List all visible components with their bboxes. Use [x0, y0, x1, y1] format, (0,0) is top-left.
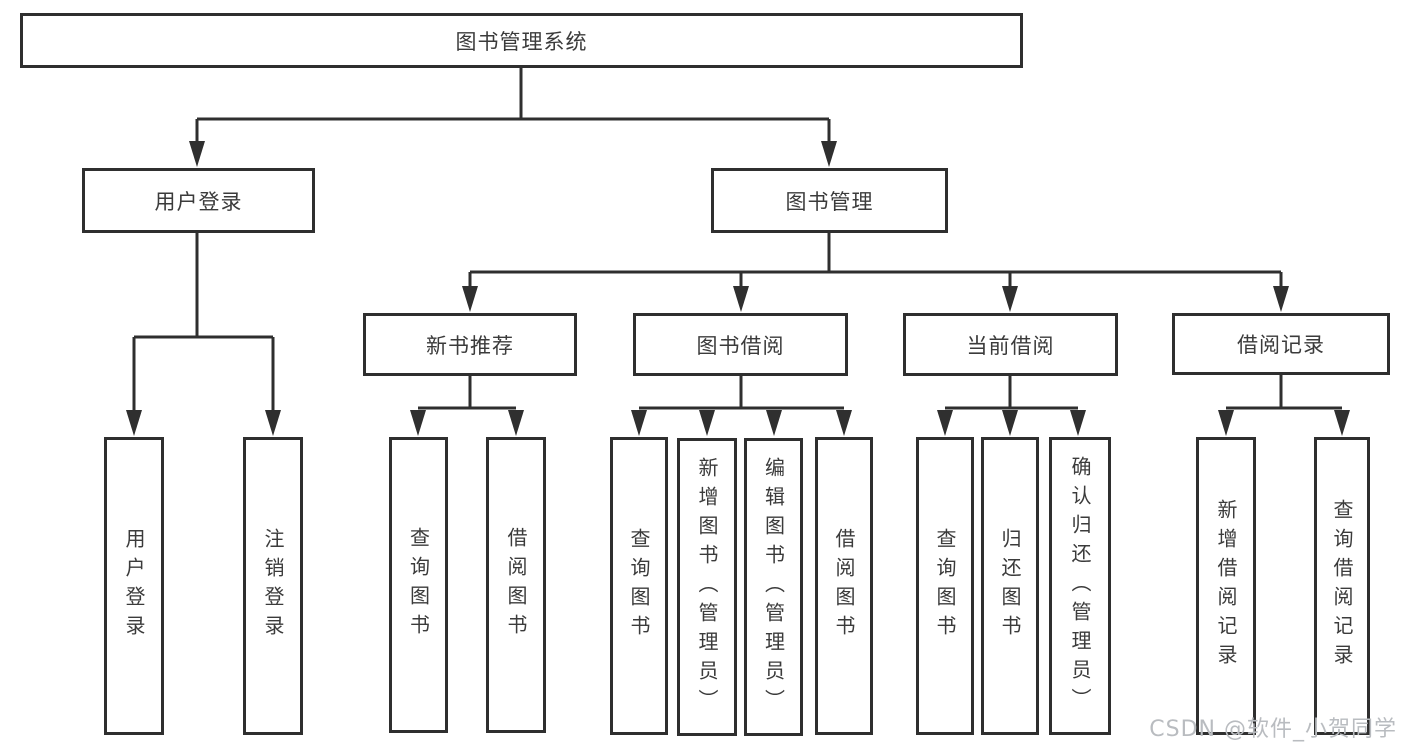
leaf-bb-add-books-admin: 新增图书（管理员） — [677, 438, 737, 736]
node-user-login: 用户登录 — [82, 168, 315, 233]
leaf-nb-query-books: 查询图书 — [389, 437, 448, 733]
node-new-book-recommend: 新书推荐 — [363, 313, 577, 376]
leaf-br-query-record: 查询借阅记录 — [1314, 437, 1370, 735]
arrowheads — [126, 141, 1350, 436]
watermark: CSDN @软件_小贺同学 — [1149, 717, 1397, 742]
node-root: 图书管理系统 — [20, 13, 1023, 68]
leaf-cb-confirm-return-admin: 确认归还（管理员） — [1049, 437, 1111, 735]
leaf-cb-query-books: 查询图书 — [916, 437, 974, 735]
leaf-bb-borrow-books: 借阅图书 — [815, 437, 873, 735]
node-borrow-records: 借阅记录 — [1172, 313, 1390, 375]
node-book-management: 图书管理 — [711, 168, 948, 233]
leaf-logout: 注销登录 — [243, 437, 303, 735]
leaf-user-login: 用户登录 — [104, 437, 164, 735]
leaf-bb-query-books: 查询图书 — [610, 437, 668, 735]
leaf-nb-borrow-books: 借阅图书 — [486, 437, 546, 733]
leaf-bb-edit-books-admin: 编辑图书（管理员） — [744, 438, 803, 736]
leaf-br-add-record: 新增借阅记录 — [1196, 437, 1256, 735]
node-current-borrow: 当前借阅 — [903, 313, 1118, 376]
leaf-cb-return-books: 归还图书 — [981, 437, 1039, 735]
node-book-borrow: 图书借阅 — [633, 313, 848, 376]
